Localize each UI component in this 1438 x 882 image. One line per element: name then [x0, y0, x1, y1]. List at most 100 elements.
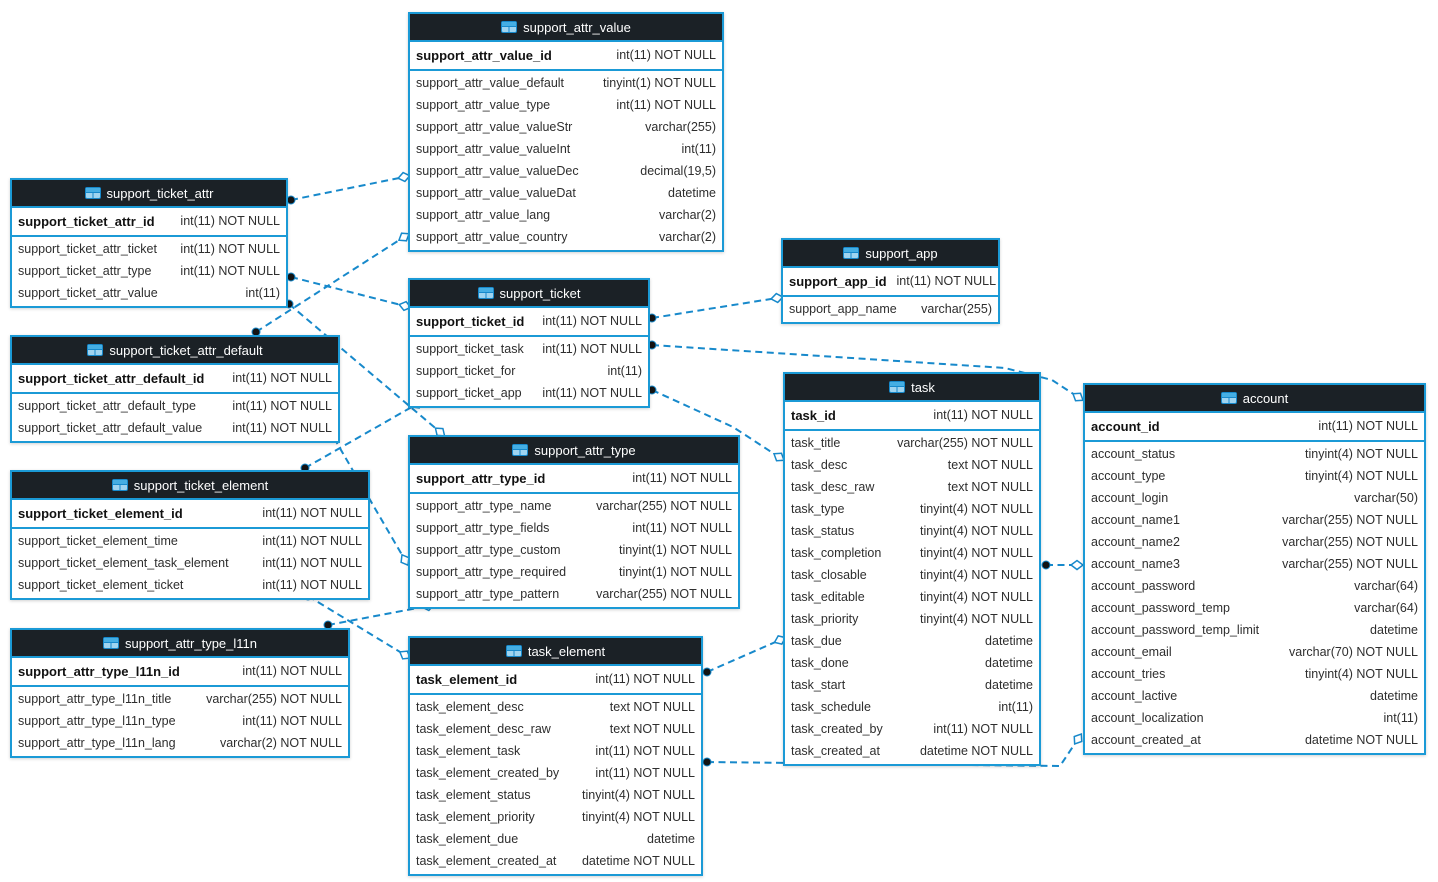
relationship-support_ticket_attr--support_attr_value[interactable]	[286, 171, 412, 205]
column-row: account_status tinyint(4) NOT NULL	[1085, 443, 1424, 465]
table-support_attr_type_l11n[interactable]: support_attr_type_l11n support_attr_type…	[10, 628, 350, 758]
column-type: varchar(2)	[659, 208, 716, 222]
column-name: support_ticket_element_task_element	[18, 556, 229, 570]
table-support_ticket_attr[interactable]: support_ticket_attr support_ticket_attr_…	[10, 178, 288, 308]
pk-row: support_attr_type_l11n_id int(11) NOT NU…	[12, 658, 348, 687]
column-row: task_created_by int(11) NOT NULL	[785, 718, 1039, 740]
table-title-bar[interactable]: support_ticket_attr_default	[12, 337, 338, 365]
column-name: task_desc_raw	[791, 480, 875, 494]
column-row: account_password_temp varchar(64)	[1085, 597, 1424, 619]
table-title-bar[interactable]: task_element	[410, 638, 701, 666]
table-title-bar[interactable]: support_attr_type	[410, 437, 738, 465]
column-name: task_element_due	[416, 832, 519, 846]
column-name: account_email	[1091, 645, 1172, 659]
column-name: account_tries	[1091, 667, 1166, 681]
table-title: support_ticket	[499, 285, 581, 301]
relationship-diamond-endpoint	[1073, 732, 1083, 746]
relationship-line[interactable]	[651, 297, 778, 319]
column-row: support_attr_value_valueDat datetime	[410, 182, 722, 204]
relationship-line[interactable]	[255, 236, 405, 333]
column-row: support_attr_type_l11n_title varchar(255…	[12, 688, 348, 710]
table-title-bar[interactable]: support_app	[783, 240, 998, 268]
relationship-line[interactable]	[304, 403, 418, 469]
column-row: task_element_status tinyint(4) NOT NULL	[410, 784, 701, 806]
relationship-task_element--task[interactable]	[702, 633, 787, 677]
column-row: account_password varchar(64)	[1085, 575, 1424, 597]
relationship-line[interactable]	[290, 176, 405, 201]
table-task[interactable]: task task_id int(11) NOT NULL task_title…	[783, 372, 1041, 766]
column-type: int(11) NOT NULL	[262, 556, 362, 570]
column-name: task_element_created_by	[416, 766, 560, 780]
column-type: tinyint(4) NOT NULL	[1305, 447, 1418, 461]
table-task_element[interactable]: task_element task_element_id int(11) NOT…	[408, 636, 703, 876]
column-type: int(11) NOT NULL	[595, 766, 695, 780]
relationship-line[interactable]	[651, 389, 780, 458]
column-row: support_attr_value_default tinyint(1) NO…	[410, 72, 722, 94]
pk-row: support_ticket_id int(11) NOT NULL	[410, 308, 648, 337]
table-support_ticket[interactable]: support_ticket support_ticket_id int(11)…	[408, 278, 650, 408]
table-title: support_attr_type_l11n	[124, 635, 258, 651]
relationship-line[interactable]	[651, 344, 1079, 398]
column-list: task_element_desc text NOT NULL task_ele…	[410, 695, 701, 874]
relationship-line[interactable]	[706, 639, 781, 673]
table-icon	[512, 444, 529, 456]
relationship-line[interactable]	[290, 276, 406, 307]
column-type: int(11) NOT NULL	[933, 722, 1033, 736]
relationship-dot-endpoint	[286, 272, 296, 282]
column-name: task_done	[791, 656, 849, 670]
column-name: account_name3	[1091, 557, 1180, 571]
pk-column-name: support_ticket_attr_id	[18, 214, 155, 229]
column-name: support_app_name	[789, 302, 897, 316]
column-name: account_name2	[1091, 535, 1180, 549]
column-name: account_status	[1091, 447, 1176, 461]
column-row: account_name3 varchar(255) NOT NULL	[1085, 553, 1424, 575]
relationship-support_ticket--support_app[interactable]	[647, 292, 785, 323]
table-title-bar[interactable]: task	[785, 374, 1039, 402]
column-type: varchar(64)	[1354, 579, 1418, 593]
pk-row: support_app_id int(11) NOT NULL	[783, 268, 998, 297]
relationship-line[interactable]	[288, 303, 441, 433]
column-name: support_ticket_app	[416, 386, 522, 400]
column-type: varchar(2) NOT NULL	[219, 736, 342, 750]
column-row: support_attr_type_custom tinyint(1) NOT …	[410, 539, 738, 561]
column-name: support_ticket_attr_default_value	[18, 421, 203, 435]
relationship-line[interactable]	[307, 595, 406, 656]
column-list: support_ticket_element_time int(11) NOT …	[12, 529, 368, 598]
table-support_ticket_attr_default[interactable]: support_ticket_attr_default support_tick…	[10, 335, 340, 443]
table-title-bar[interactable]: support_attr_value	[410, 14, 722, 42]
table-account[interactable]: account account_id int(11) NOT NULL acco…	[1083, 383, 1426, 755]
column-name: support_ticket_attr_value	[18, 286, 158, 300]
table-title-bar[interactable]: support_attr_type_l11n	[12, 630, 348, 658]
column-name: task_element_created_at	[416, 854, 557, 868]
column-list: support_ticket_attr_default_type int(11)…	[12, 394, 338, 441]
column-type: int(11)	[681, 142, 716, 156]
table-title-bar[interactable]: support_ticket_element	[12, 472, 368, 500]
pk-column-name: task_id	[791, 408, 836, 423]
table-title-bar[interactable]: account	[1085, 385, 1424, 413]
column-type: varchar(255) NOT NULL	[596, 587, 732, 601]
pk-column-name: support_ticket_id	[416, 314, 525, 329]
column-type: tinyint(1) NOT NULL	[603, 76, 716, 90]
table-title-bar[interactable]: support_ticket_attr	[12, 180, 286, 208]
relationship-line[interactable]	[327, 605, 429, 626]
pk-column-name: task_element_id	[416, 672, 518, 687]
pk-row: support_attr_type_id int(11) NOT NULL	[410, 465, 738, 494]
relationship-task--account[interactable]	[1041, 559, 1085, 571]
column-name: account_name1	[1091, 513, 1180, 527]
column-name: support_attr_value_valueInt	[416, 142, 571, 156]
relationship-support_ticket_attr--support_ticket[interactable]	[286, 272, 413, 312]
pk-column-name: support_ticket_attr_default_id	[18, 371, 205, 386]
table-title-bar[interactable]: support_ticket	[410, 280, 648, 308]
column-row: task_element_created_at datetime NOT NUL…	[410, 850, 701, 872]
table-support_app[interactable]: support_app support_app_id int(11) NOT N…	[781, 238, 1000, 324]
column-type: varchar(70) NOT NULL	[1289, 645, 1418, 659]
column-row: account_localization int(11)	[1085, 707, 1424, 729]
column-type: decimal(19,5)	[640, 164, 716, 178]
table-support_attr_type[interactable]: support_attr_type support_attr_type_id i…	[408, 435, 740, 609]
table-support_attr_value[interactable]: support_attr_value support_attr_value_id…	[408, 12, 724, 252]
table-title: support_app	[865, 245, 938, 261]
table-support_ticket_element[interactable]: support_ticket_element support_ticket_el…	[10, 470, 370, 600]
pk-column-type: int(11) NOT NULL	[896, 274, 997, 288]
pk-row: support_attr_value_id int(11) NOT NULL	[410, 42, 722, 71]
